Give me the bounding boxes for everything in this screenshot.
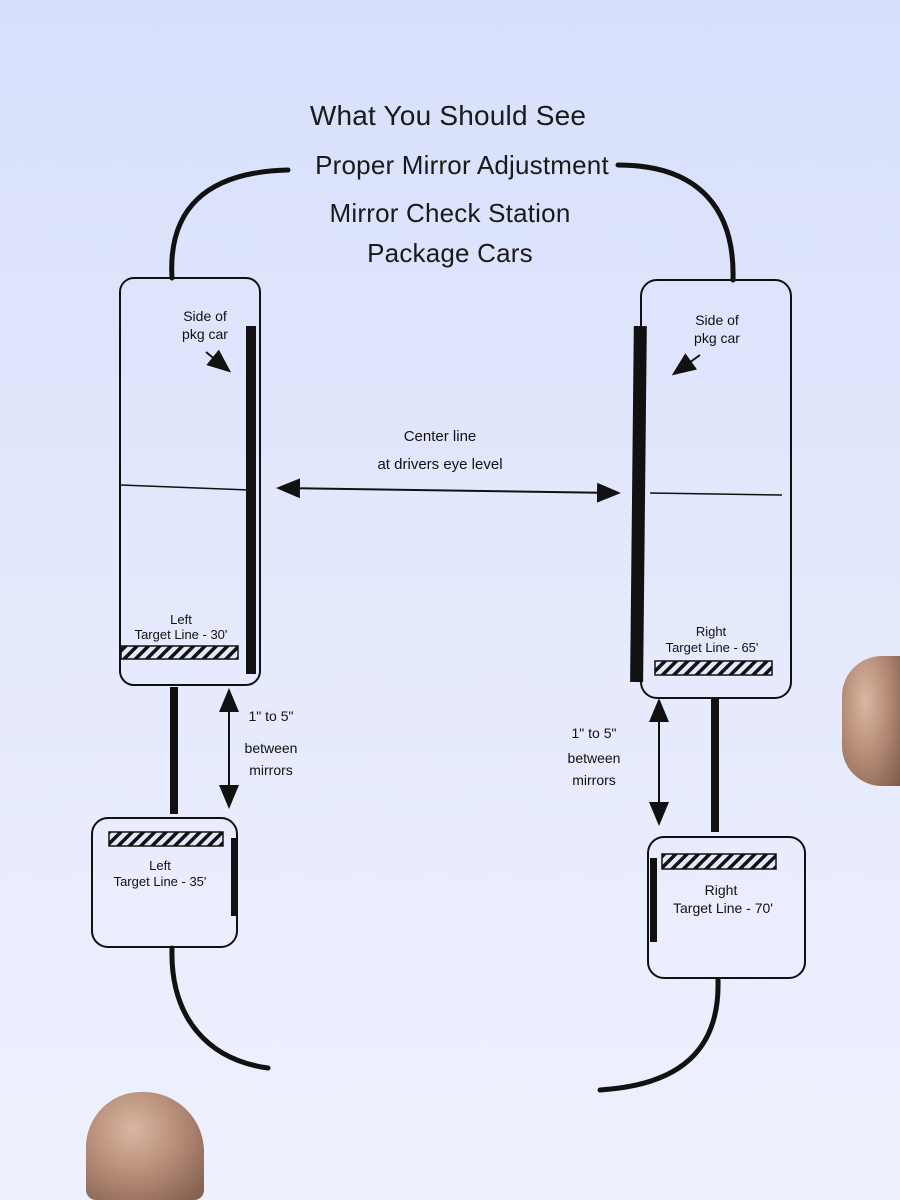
left-bottom-arm xyxy=(169,945,271,1071)
left-upper-side-label: Side of pkg car xyxy=(182,308,228,342)
right-upper-target-line: Target Line - 65' xyxy=(665,640,759,655)
left-upper-mirror-frame xyxy=(119,277,261,686)
right-upper-side-label: Side of pkg car xyxy=(694,312,740,346)
left-gap-label-3: mirrors xyxy=(249,762,293,778)
right-gap-label-2: between xyxy=(567,750,621,766)
left-gap-label-1: 1" to 5" xyxy=(248,708,294,724)
left-upper-target-side: Left xyxy=(170,612,192,627)
heading-proper-mirror-adjustment: Proper Mirror Adjustment xyxy=(315,150,609,180)
left-top-arm xyxy=(169,167,291,281)
center-line-arrow xyxy=(276,478,621,503)
right-upper-pkg-car-side xyxy=(630,325,647,683)
right-lower-target-bar xyxy=(661,853,777,870)
right-lower-target-line: Target Line - 70' xyxy=(673,900,773,916)
left-upper-center-line xyxy=(120,484,250,491)
right-gap-label-3: mirrors xyxy=(572,772,616,788)
right-upper-center-line xyxy=(649,492,783,496)
heading-mirror-check-station: Mirror Check Station xyxy=(329,198,571,228)
heading-package-cars: Package Cars xyxy=(367,238,533,268)
right-lower-target-side: Right xyxy=(704,882,738,898)
left-upper-target-line: Target Line - 30' xyxy=(134,627,228,642)
right-bottom-arm xyxy=(597,977,721,1093)
center-line-label-2: at drivers eye level xyxy=(377,456,503,473)
right-gap-label-1: 1" to 5" xyxy=(571,725,617,741)
right-lower-pkg-car-side xyxy=(650,858,657,942)
left-lower-target-side: Left xyxy=(149,858,171,873)
right-lower-mirror-frame xyxy=(647,836,806,979)
left-gap-label-2: between xyxy=(244,740,298,756)
left-lower-target-bar xyxy=(108,831,224,847)
thumb-right-edge xyxy=(842,656,900,786)
heading-what-you-should-see: What You Should See xyxy=(309,100,587,131)
left-lower-pkg-car-side xyxy=(231,838,237,916)
left-upper-pointer-arrow xyxy=(205,349,232,373)
thumb-bottom-left xyxy=(86,1092,204,1200)
center-line-label-1: Center line xyxy=(403,428,477,445)
left-upper-pkg-car-side xyxy=(246,326,256,674)
right-upper-target-bar xyxy=(654,660,773,676)
left-lower-target-line: Target Line - 35' xyxy=(113,874,207,889)
right-upper-pointer-arrow xyxy=(671,353,701,376)
right-top-arm xyxy=(615,162,736,283)
right-upper-target-side: Right xyxy=(695,624,727,639)
left-upper-target-bar xyxy=(120,645,239,660)
